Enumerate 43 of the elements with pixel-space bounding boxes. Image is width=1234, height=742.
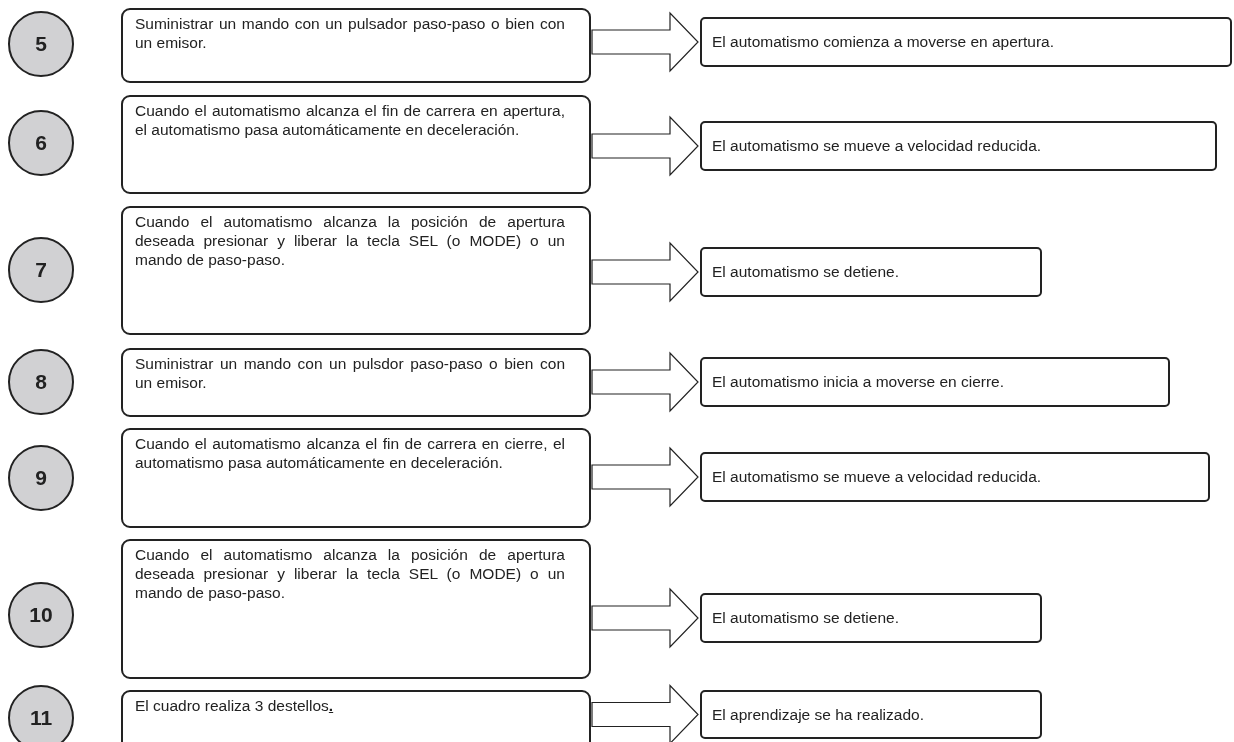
result-box bbox=[700, 593, 1042, 643]
instruction-text: Cuando el automatismo alcanza el fin de carrera en apertura, el automatismo pasa automáticamente en deceleración. bbox=[135, 101, 565, 139]
result-text: El automatismo se detiene. bbox=[712, 263, 899, 281]
block-arrow bbox=[591, 587, 699, 649]
result-text: El automatismo se mueve a velocidad reducida. bbox=[712, 468, 1042, 486]
step-number-circle bbox=[8, 685, 74, 742]
block-arrow bbox=[591, 115, 699, 177]
step-number: 8 bbox=[35, 370, 47, 394]
result-text: El automatismo comienza a moverse en apertura. bbox=[712, 33, 1055, 51]
instruction-box bbox=[121, 8, 591, 83]
instruction-box bbox=[121, 95, 591, 194]
block-arrow bbox=[591, 446, 699, 508]
result-text: El aprendizaje se ha realizado. bbox=[712, 705, 924, 724]
result-text: El automatismo se mueve a velocidad reducida. bbox=[712, 137, 1042, 155]
instruction-box bbox=[121, 348, 591, 417]
block-arrow bbox=[591, 684, 699, 742]
step-number: 7 bbox=[35, 258, 47, 282]
instruction-box bbox=[121, 428, 591, 528]
step-number: 9 bbox=[35, 466, 47, 490]
instruction-box bbox=[121, 690, 591, 742]
step-number: 10 bbox=[29, 603, 53, 627]
instruction-text: Cuando el automatismo alcanza la posición de apertura deseada presionar y liberar la tecla SEL (o MODE) o un mando de paso-paso. bbox=[135, 545, 565, 602]
result-box bbox=[700, 17, 1232, 67]
instruction-text: Suministrar un mando con un pulsador paso-paso o bien con un emisor. bbox=[135, 14, 565, 52]
result-text: El automatismo inicia a moverse en cierre. bbox=[712, 373, 1005, 391]
step-number: 5 bbox=[35, 32, 47, 56]
instruction-text: Cuando el automatismo alcanza la posición de apertura deseada presionar y liberar la tecla SEL (o MODE) o un mando de paso-paso. bbox=[135, 212, 565, 269]
instruction-text: Suministrar un mando con un pulsdor paso-paso o bien con un emisor. bbox=[135, 354, 565, 392]
result-box bbox=[700, 357, 1170, 407]
instruction-text: El cuadro realiza 3 destellos. bbox=[135, 696, 335, 715]
step-number: 6 bbox=[35, 131, 47, 155]
instruction-box bbox=[121, 539, 591, 679]
result-box bbox=[700, 121, 1217, 171]
instruction-text: Cuando el automatismo alcanza el fin de carrera en cierre, el automatismo pasa automáticamente en deceleración. bbox=[135, 434, 565, 472]
block-arrow bbox=[591, 351, 699, 413]
step-number: 11 bbox=[29, 706, 53, 730]
result-box bbox=[700, 247, 1042, 297]
block-arrow bbox=[591, 241, 699, 303]
block-arrow bbox=[591, 11, 699, 73]
result-box bbox=[700, 452, 1210, 502]
instruction-box bbox=[121, 206, 591, 335]
result-text: El automatismo se detiene. bbox=[712, 609, 899, 627]
result-box bbox=[700, 690, 1042, 739]
